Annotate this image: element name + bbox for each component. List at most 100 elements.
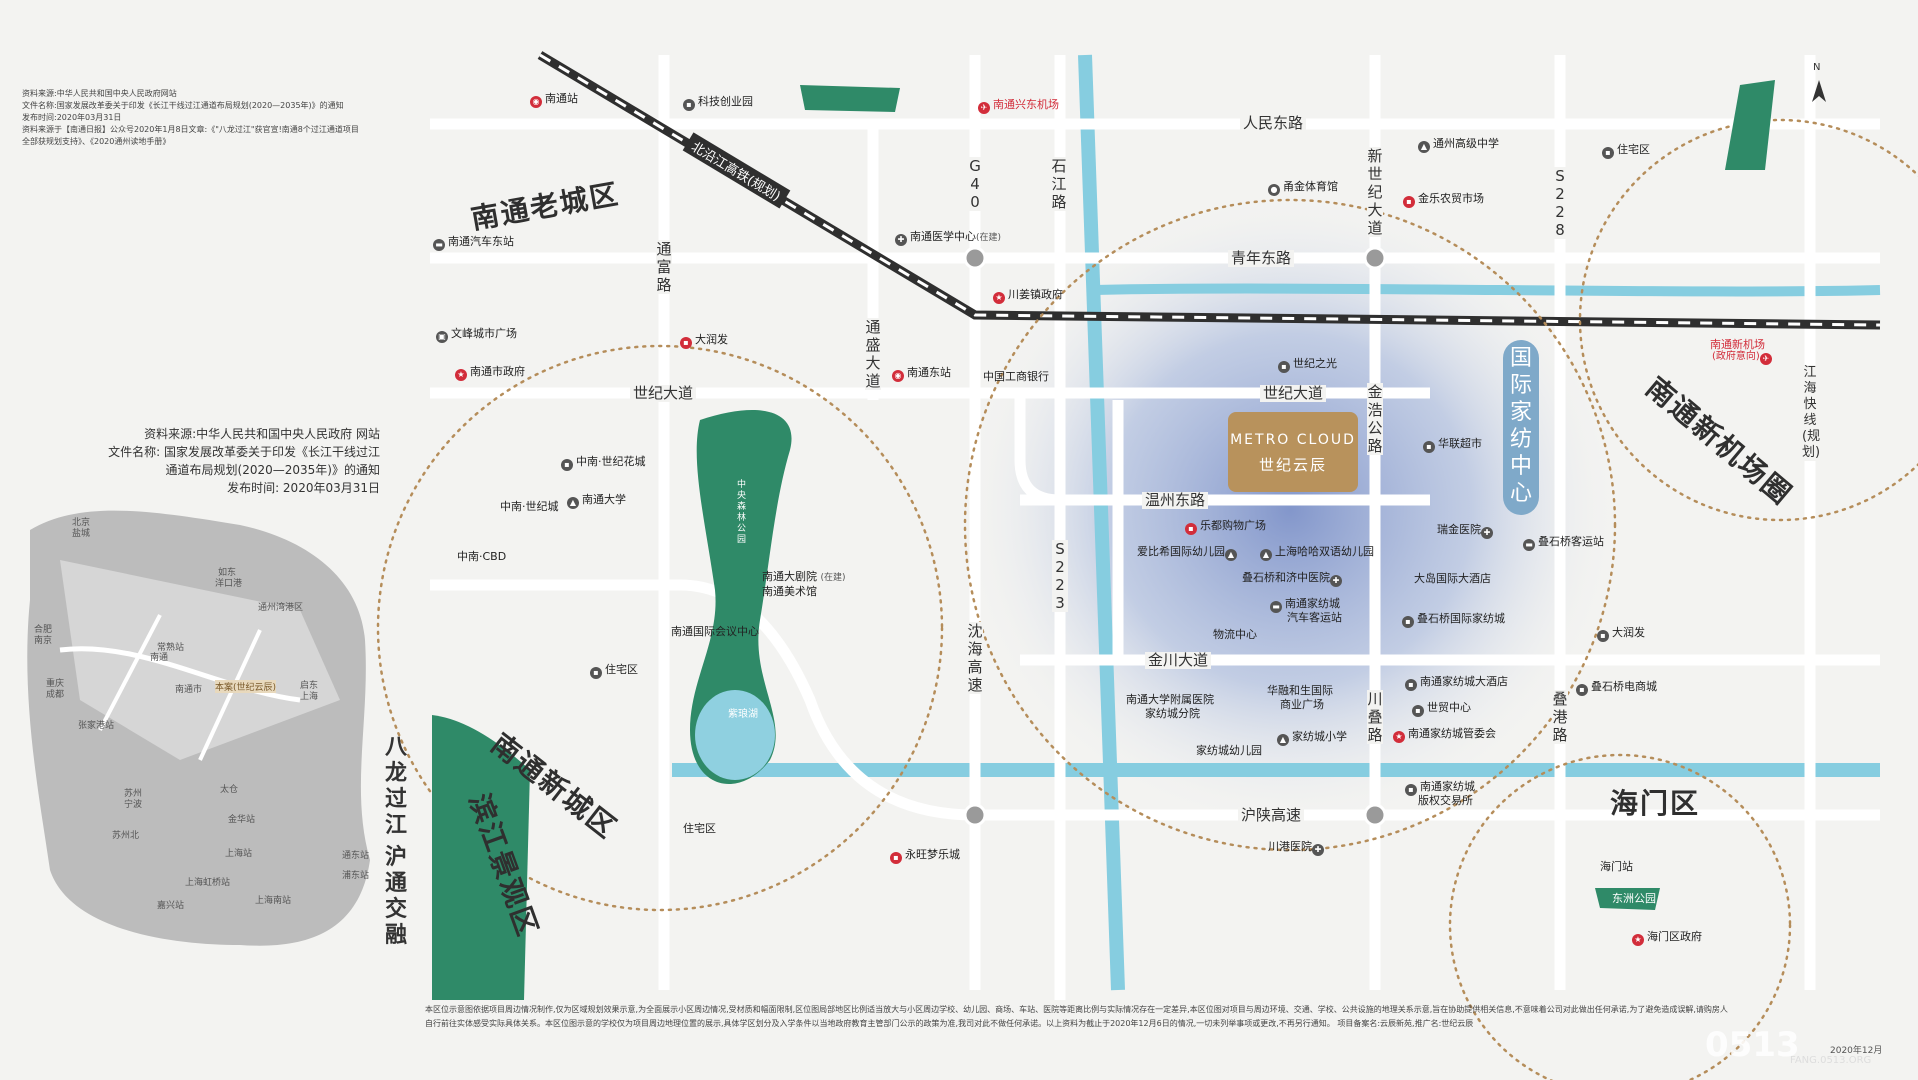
source-line: 资料来源:中华人民共和国中央人民政府网站 bbox=[22, 89, 177, 98]
poi-label: 南通大学附属医院 bbox=[1126, 693, 1214, 706]
central-forest-park bbox=[690, 410, 792, 784]
school-icon: ▲ bbox=[1225, 549, 1237, 561]
mini-label: 上海南站 bbox=[255, 896, 292, 906]
project-name-cn: 世纪云辰 bbox=[1258, 456, 1327, 474]
gov-star-icon: ★ bbox=[455, 369, 467, 381]
mini-label: 成都 bbox=[46, 690, 65, 700]
poi-item: ★南通市政府 bbox=[455, 365, 525, 381]
poi-item: ▪中南·世纪花城 bbox=[561, 455, 646, 471]
poi-label: 叠石桥客运站 bbox=[1538, 535, 1604, 548]
mini-label: 太仓 bbox=[220, 785, 239, 795]
poi-label: 南通美术馆 bbox=[762, 585, 817, 598]
north-green-strip bbox=[800, 85, 900, 112]
poi-label: 海门区政府 bbox=[1647, 930, 1702, 943]
poi-item: ▪金乐农贸市场 bbox=[1403, 192, 1484, 208]
footer-line: 本区位示意图依据项目周边情况制作,仅为区域规划效果示意,为全面展示小区周边情况,… bbox=[425, 1005, 1728, 1014]
poi-item: ▪南通家纺城 bbox=[1405, 780, 1475, 796]
building-icon: ▪ bbox=[1402, 616, 1414, 628]
poi-label: 南通家纺城大酒店 bbox=[1420, 675, 1508, 688]
poi-item: ★川姜镇政府 bbox=[993, 288, 1063, 304]
footer-date: 2020年12月 bbox=[1830, 1046, 1883, 1056]
road-label: 沪陕高速 bbox=[1238, 807, 1305, 824]
mini-label: 南通 bbox=[150, 653, 169, 663]
mini-label: 通州湾港区 bbox=[258, 603, 304, 613]
poi-item: ▬南通家纺城 bbox=[1270, 597, 1340, 613]
poi-item: 汽车客运站 bbox=[1287, 611, 1342, 625]
road-label: G40 bbox=[967, 157, 983, 211]
road-label: 通盛大道 bbox=[865, 318, 881, 390]
poi-label: 南通汽车东站 bbox=[448, 235, 514, 248]
poi-item: ▪叠石桥电商城 bbox=[1576, 680, 1657, 696]
poi-item: 华融和生国际 bbox=[1267, 684, 1333, 698]
watermark-logo: 0513 bbox=[1705, 1025, 1800, 1065]
poi-label: 永旺梦乐城 bbox=[905, 848, 960, 861]
poi-label: 家纺城分院 bbox=[1145, 707, 1200, 720]
poi-label: 住宅区 bbox=[605, 663, 638, 676]
mini-label: 北京 bbox=[72, 518, 91, 528]
poi-item: ▲上海哈哈双语幼儿园 bbox=[1260, 545, 1374, 561]
poi-item: (政府意向)✈ bbox=[1712, 350, 1775, 365]
north-label: N bbox=[1813, 62, 1821, 73]
radius-circles bbox=[376, 118, 1918, 1080]
road-label: 叠港路 bbox=[1552, 690, 1568, 744]
school-icon: ▲ bbox=[1260, 549, 1272, 561]
gov-star-icon: ★ bbox=[1393, 731, 1405, 743]
poi-label: 南通新机场 bbox=[1710, 338, 1765, 351]
poi-label: 物流中心 bbox=[1213, 628, 1257, 641]
road-label: S223 bbox=[1052, 540, 1068, 612]
hospital-icon: ✚ bbox=[1481, 527, 1493, 539]
poi-label: 叠石桥国际家纺城 bbox=[1417, 612, 1505, 625]
mini-label: 苏州 bbox=[124, 789, 143, 799]
road-label: 川叠路 bbox=[1367, 690, 1383, 744]
mini-label: 张家港站 bbox=[78, 721, 115, 731]
poi-item: 南通大剧院 (在建) bbox=[762, 570, 846, 585]
poi-item: ▲通州高级中学 bbox=[1418, 137, 1499, 153]
poi-label: 世纪之光 bbox=[1293, 357, 1337, 370]
poi-item: 爱比希国际幼儿园▲ bbox=[1137, 545, 1240, 561]
building-icon: ▪ bbox=[1412, 705, 1424, 717]
poi-label: 中国工商银行 bbox=[983, 370, 1049, 383]
railway-line bbox=[537, 51, 1881, 330]
market-icon: ▪ bbox=[1403, 196, 1415, 208]
mini-label: 上海站 bbox=[225, 849, 253, 859]
poi-label: 金乐农贸市场 bbox=[1418, 192, 1484, 205]
mini-label: 上海虹桥站 bbox=[185, 878, 231, 888]
poi-label: 通州高级中学 bbox=[1433, 137, 1499, 150]
poi-label: 汽车客运站 bbox=[1287, 611, 1342, 624]
footer-line: 自行前往实体感受实际具体关系。本区位图示意的学校仅为项目周边地理位置的展示,具体… bbox=[425, 1019, 1474, 1028]
residential-icon: ▪ bbox=[561, 459, 573, 471]
poi-label: 大润发 bbox=[1612, 626, 1645, 639]
zone-textile-center: 国际家纺中心 bbox=[1509, 346, 1532, 506]
poi-label: 乐都购物广场 bbox=[1200, 519, 1266, 532]
poi-label: 上海哈哈双语幼儿园 bbox=[1275, 545, 1374, 558]
poi-item: ●甬金体育馆 bbox=[1268, 180, 1338, 196]
poi-item: 版权交易所 bbox=[1418, 794, 1473, 808]
source-line: 文件名称:国家发展改革委关于印发《长江干线过江通道布局规划(2020—2035年… bbox=[22, 101, 344, 110]
poi-item: ▪乐都购物广场 bbox=[1185, 519, 1266, 535]
mall-icon: ▪ bbox=[890, 852, 902, 864]
poi-item: ▪永旺梦乐城 bbox=[890, 848, 960, 864]
road-label: 温州东路 bbox=[1142, 492, 1209, 509]
poi-label: 华融和生国际 bbox=[1267, 684, 1333, 697]
mini-label: 通东站 bbox=[342, 851, 370, 861]
poi-label: 甬金体育馆 bbox=[1283, 180, 1338, 193]
zilang-lake bbox=[695, 690, 775, 780]
poi-label: 住宅区 bbox=[1617, 143, 1650, 156]
slogan-part1: 八龙过江 bbox=[385, 735, 408, 838]
slogan-part2: 沪通交融 bbox=[385, 845, 408, 948]
bus-icon: ▬ bbox=[1270, 601, 1282, 613]
poi-item: 家纺城分院 bbox=[1145, 707, 1200, 721]
mini-label: 南通市 bbox=[175, 685, 203, 695]
poi-label: 叠石桥和济中医院 bbox=[1242, 571, 1330, 584]
mini-label: 合肥 bbox=[34, 625, 53, 635]
poi-label: 南通大学 bbox=[582, 493, 626, 506]
poi-item: 家纺城幼儿园 bbox=[1196, 744, 1262, 758]
project-badge-shape bbox=[1228, 412, 1358, 492]
poi-item: ▪科技创业园 bbox=[683, 95, 753, 111]
mini-label: 上海 bbox=[300, 692, 319, 702]
poi-label: 住宅区 bbox=[683, 822, 716, 835]
poi-label: 家纺城小学 bbox=[1292, 730, 1347, 743]
road-label: 金川大道 bbox=[1145, 652, 1212, 669]
